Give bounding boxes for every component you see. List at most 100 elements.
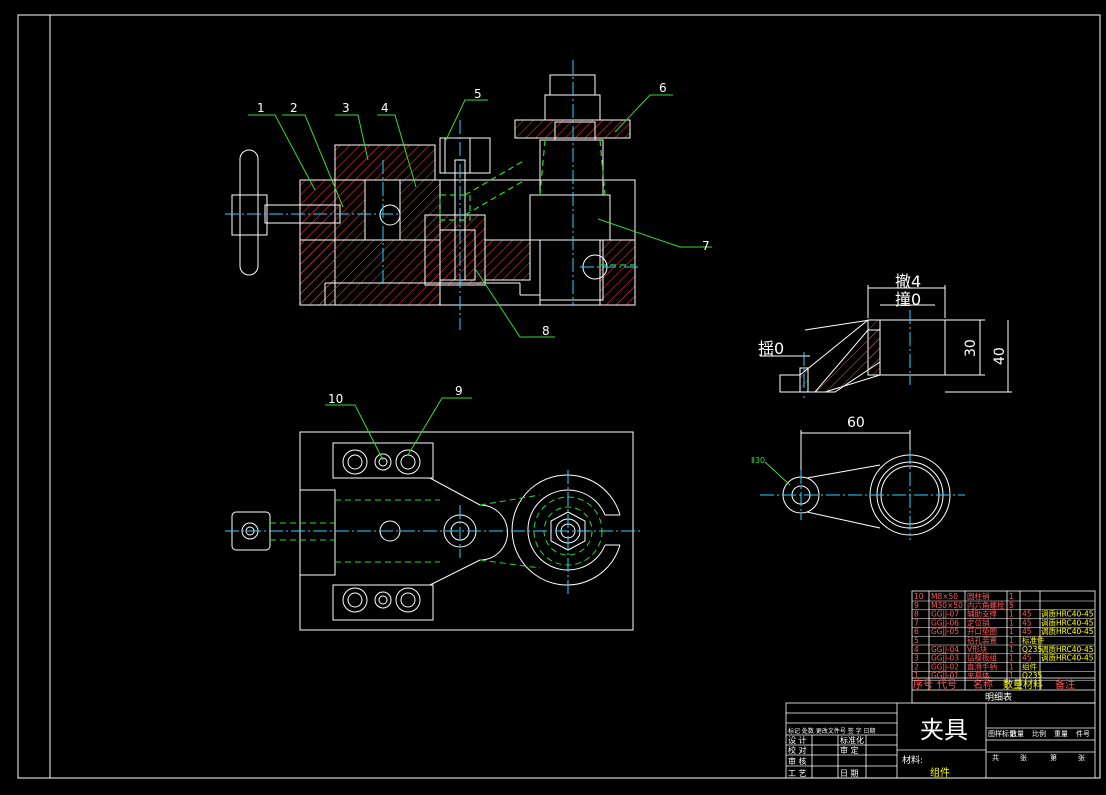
callout-10: 10 (328, 392, 343, 406)
stage-header-cell: 重量 (1054, 730, 1068, 738)
callout-7: 7 (702, 239, 710, 253)
bom-cell-qty: 1 (1009, 662, 1014, 671)
bom-header-mat: 材料 (1023, 678, 1043, 691)
callout-4: 4 (381, 101, 389, 115)
sheet-info-cell: 张 (1078, 753, 1085, 762)
callout-6: 6 (659, 81, 667, 95)
bom-cell-name: 辅助支撑 (967, 609, 997, 619)
bom-cell-no: 4 (914, 645, 919, 654)
title-block: 夹具 材料: 组件 标记 处数 更改文件号 签 字 日期 设 计 校 对 审 核… (785, 702, 1096, 779)
dim-width-60: 60 (847, 415, 865, 431)
date-label: 日 期 (840, 769, 859, 778)
bom-cell-name: 钻模板组 (967, 653, 997, 663)
designer-label: 设 计 (788, 735, 807, 745)
sheet-info-cell: 第 (1050, 753, 1057, 762)
callout-9: 9 (455, 384, 463, 398)
bom-caption: 明细表 (985, 691, 1012, 703)
hidden-lines (439, 139, 635, 266)
sheet-info: 共张第张 (992, 753, 1085, 762)
bom-cell-code: GGJJ-01 (931, 671, 959, 680)
callout-5: 5 (474, 87, 482, 101)
bom-cell-no: 5 (914, 636, 919, 645)
bolt-holes (342, 449, 421, 613)
callout-2: 2 (290, 101, 298, 115)
bom-cell-note: 调质HRC40-45 (1041, 653, 1094, 663)
callout-8: 8 (542, 324, 550, 338)
callout-labels: 1 2 3 4 5 6 7 8 9 10 (257, 81, 710, 406)
bom-cell-note: 调质HRC40-45 (1041, 644, 1094, 654)
stage-header-cell: 比例 (1032, 729, 1046, 738)
bom-header-note: 备注 (1055, 678, 1075, 691)
approve-label: 审 定 (840, 745, 859, 755)
bom-cell-qty: 1 (1009, 671, 1014, 680)
reviewer-label: 审 核 (788, 756, 807, 766)
top-centerlines (225, 470, 640, 595)
stage-header-cell: 图样标记 (988, 729, 1016, 738)
bom-cell-name: 开口垫圈 (967, 626, 997, 636)
bom-cell-note: 调质HRC40-45 (1041, 609, 1094, 619)
bom-cell-qty: 1 (1009, 636, 1014, 645)
bom-cell-mat: 45 (1022, 618, 1032, 627)
bom-cell-no: 2 (914, 662, 919, 671)
bom-cell-qty: 1 (1009, 654, 1014, 663)
bom-cell-qty: 1 (1009, 592, 1014, 601)
stage-header-cell: 数量 (1010, 729, 1024, 738)
bom-cell-code: GGJJ-03 (931, 654, 959, 663)
leader-lines (248, 94, 712, 461)
bom-cell-note: 调质HRC40-45 (1041, 617, 1094, 627)
centerlines (225, 60, 640, 330)
bom-cell-name: V形块 (967, 644, 988, 654)
dim-height-30: 30 (963, 339, 979, 357)
bom-cell-mat: 45 (1022, 610, 1032, 619)
dim-diameter-64: 撤4 (895, 272, 921, 291)
bom-cell-note: 调质HRC40-45 (1041, 626, 1094, 636)
stage-header-cell: 件号 (1076, 729, 1090, 738)
part-top-view (760, 430, 965, 540)
bom-cell-name: 内六角螺栓 (967, 600, 1005, 610)
bom-row: 3 GGJJ-03 钻模板组 1 45 调质HRC40-45 (914, 653, 1094, 663)
dim-small-label: Ⅱ30 (751, 456, 765, 465)
bom-cell-no: 8 (914, 610, 919, 619)
bom-cell-name: 圆柱销 (967, 591, 990, 601)
bom-header: 序号 代号 名称 数量 材料 备注 明细表 (913, 678, 1075, 703)
dim-diameter-20: 揺0 (758, 339, 784, 358)
std-label: 标准化 (840, 735, 864, 745)
dim-height-40: 40 (992, 347, 1008, 365)
bom-cell-name: 钻孔装置 (967, 635, 997, 645)
bom-cell-mat: Q235 (1022, 671, 1042, 680)
bom-cell-mat: 标准件 (1022, 635, 1045, 645)
bom-cell-mat: 45 (1022, 627, 1032, 636)
hatched-regions (299, 119, 636, 306)
bom-cell-no: 1 (914, 671, 919, 680)
bom-cell-name: 直滑手柄 (967, 661, 997, 671)
dim-diameter-40: 撞0 (895, 290, 921, 309)
bom-cell-mat: 45 (1022, 654, 1032, 663)
drawing-title: 夹具 (920, 716, 968, 744)
bom-header-qty: 数量 (1003, 678, 1023, 691)
bom-cell-qty: 1 (1009, 645, 1014, 654)
dimension-labels: 撤4 撞0 揺0 30 40 60 Ⅱ30 (751, 272, 1008, 465)
top-view (225, 431, 640, 631)
bom-header-no: 序号 (913, 678, 933, 691)
bom-cell-qty: 1 (1009, 618, 1014, 627)
bom-cell-name: 夹具体 (967, 670, 990, 680)
bom-cell-no: 10 (914, 592, 924, 601)
bom-cell-code: M30×50 (931, 601, 963, 610)
drawing-frame (17, 14, 1101, 779)
bom-cell-no: 3 (914, 654, 919, 663)
stage-header: 图样标记数量比例重量件号 (988, 729, 1090, 738)
bom-header-code: 代号 (937, 679, 957, 691)
bom-cell-qty: 1 (1009, 610, 1014, 619)
revision-header: 标记 处数 更改文件号 签 字 日期 (788, 727, 876, 735)
front-section-view (225, 60, 640, 330)
bom-row: 1 GGJJ-01 夹具体 1 Q235 (914, 670, 1042, 680)
